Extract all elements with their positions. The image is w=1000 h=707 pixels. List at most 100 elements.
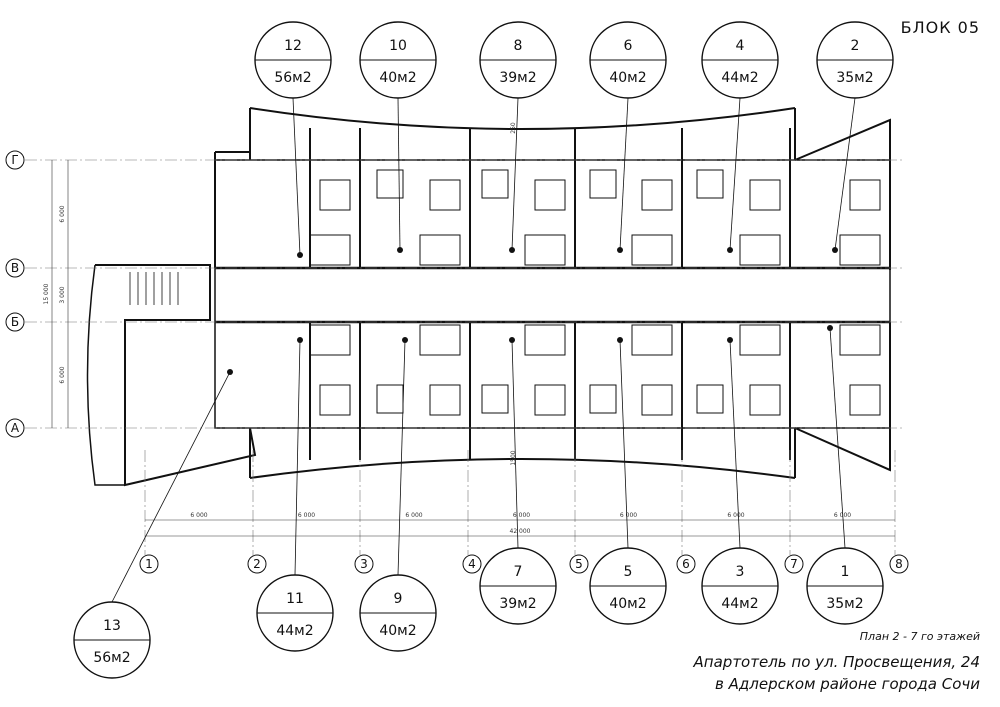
- leader-line: [511, 97, 519, 251]
- apartment-leaders: [111, 97, 856, 603]
- apartment-area: 40м2: [379, 70, 416, 86]
- apartment-number: 9: [394, 591, 403, 607]
- axis-bubble-col: [354, 554, 374, 574]
- project-title-line-1: Апартотель по ул. Просвещения, 24: [693, 653, 980, 671]
- leader-dot: [617, 337, 623, 343]
- apartment-marker-top-1: 10 40м2: [359, 21, 437, 99]
- axis-label-col: 1: [145, 557, 153, 571]
- bed: [696, 384, 724, 414]
- west-curve: [86, 264, 125, 486]
- apartment-number: 4: [736, 38, 745, 54]
- axis-label-row: Б: [11, 315, 19, 329]
- arc-label: 250: [510, 122, 517, 134]
- axis-label-col: 3: [360, 557, 368, 571]
- apartment-number: 2: [851, 38, 860, 54]
- furniture: [849, 179, 881, 211]
- axis-label-row: Г: [11, 153, 18, 167]
- apartment-area: 35м2: [836, 70, 873, 86]
- building-outline: [86, 107, 891, 487]
- bed: [376, 169, 404, 199]
- leader-line: [619, 97, 629, 251]
- furniture: [534, 179, 566, 211]
- leader-dot: [227, 369, 233, 375]
- dim-label-row: 6 000: [59, 205, 66, 222]
- bathroom: [739, 234, 781, 266]
- bathroom: [309, 324, 351, 356]
- south-wall-ends: [249, 428, 796, 478]
- dim-label-row: 3 000: [59, 286, 66, 303]
- leader-line: [619, 339, 629, 549]
- dim-label-total: 42 000: [510, 528, 531, 535]
- furniture: [429, 384, 461, 416]
- apartment-area: 40м2: [609, 596, 646, 612]
- axis-bubble-row: [5, 418, 25, 438]
- leader-dot: [832, 247, 838, 253]
- axis-bubble-col: [784, 554, 804, 574]
- apartment-marker-top-5: 2 35м2: [816, 21, 894, 99]
- furniture: [429, 179, 461, 211]
- bathroom: [524, 234, 566, 266]
- apartment-area: 44м2: [721, 70, 758, 86]
- apartment-number: 8: [514, 38, 523, 54]
- dim-label-bay: 6 000: [190, 512, 207, 519]
- apartment-marker-bottom-2: 9 40м2: [359, 574, 437, 652]
- leader-dot: [402, 337, 408, 343]
- north-wall-ends: [249, 108, 796, 160]
- bed: [376, 384, 404, 414]
- apartment-area: 35м2: [826, 596, 863, 612]
- bathroom: [524, 324, 566, 356]
- leader-dot: [509, 337, 515, 343]
- bathroom: [839, 234, 881, 266]
- axis-label-col: 8: [895, 557, 903, 571]
- apartment-number: 10: [389, 38, 407, 54]
- furniture: [319, 179, 351, 211]
- axis-label-col: 2: [253, 557, 261, 571]
- bathroom: [419, 324, 461, 356]
- furniture: [849, 384, 881, 416]
- leader-line: [292, 97, 301, 256]
- axis-bubble-col: [139, 554, 159, 574]
- bathroom: [419, 234, 461, 266]
- leader-dot: [727, 337, 733, 343]
- drawing-subtitle: План 2 - 7 го этажей: [859, 630, 980, 643]
- axis-bubble-col: [889, 554, 909, 574]
- leader-line: [511, 339, 519, 549]
- leader-line: [729, 339, 741, 549]
- leader-dot: [617, 247, 623, 253]
- apartment-area: 44м2: [721, 596, 758, 612]
- leader-dot: [397, 247, 403, 253]
- apartment-marker-bottom-5: 3 44м2: [701, 547, 779, 625]
- dim-label-row: 6 000: [59, 366, 66, 383]
- axis-label-row: В: [11, 261, 19, 275]
- furniture: [319, 384, 351, 416]
- furniture: [534, 384, 566, 416]
- leader-dot: [727, 247, 733, 253]
- axis-bubble-col: [247, 554, 267, 574]
- axis-label-col: 7: [790, 557, 798, 571]
- axis-label-col: 4: [468, 557, 476, 571]
- apartment-number: 13: [103, 618, 121, 634]
- apartment-area: 40м2: [379, 623, 416, 639]
- apartment-number: 7: [514, 564, 523, 580]
- apartment-area: 56м2: [274, 70, 311, 86]
- east-bay-bottom: [794, 322, 891, 472]
- leader-line: [834, 97, 856, 251]
- furniture: [749, 179, 781, 211]
- axis-bubble-col: [569, 554, 589, 574]
- leader-line: [294, 339, 301, 576]
- bed: [589, 169, 617, 199]
- leader-line: [729, 97, 741, 251]
- apartment-number: 3: [736, 564, 745, 580]
- leader-dot: [297, 337, 303, 343]
- furniture: [749, 384, 781, 416]
- bathroom: [631, 324, 673, 356]
- dim-label-bay: 6 000: [620, 512, 637, 519]
- apartment-markers: 1256м21040м2839м2640м2444м2235м21356м211…: [73, 21, 894, 679]
